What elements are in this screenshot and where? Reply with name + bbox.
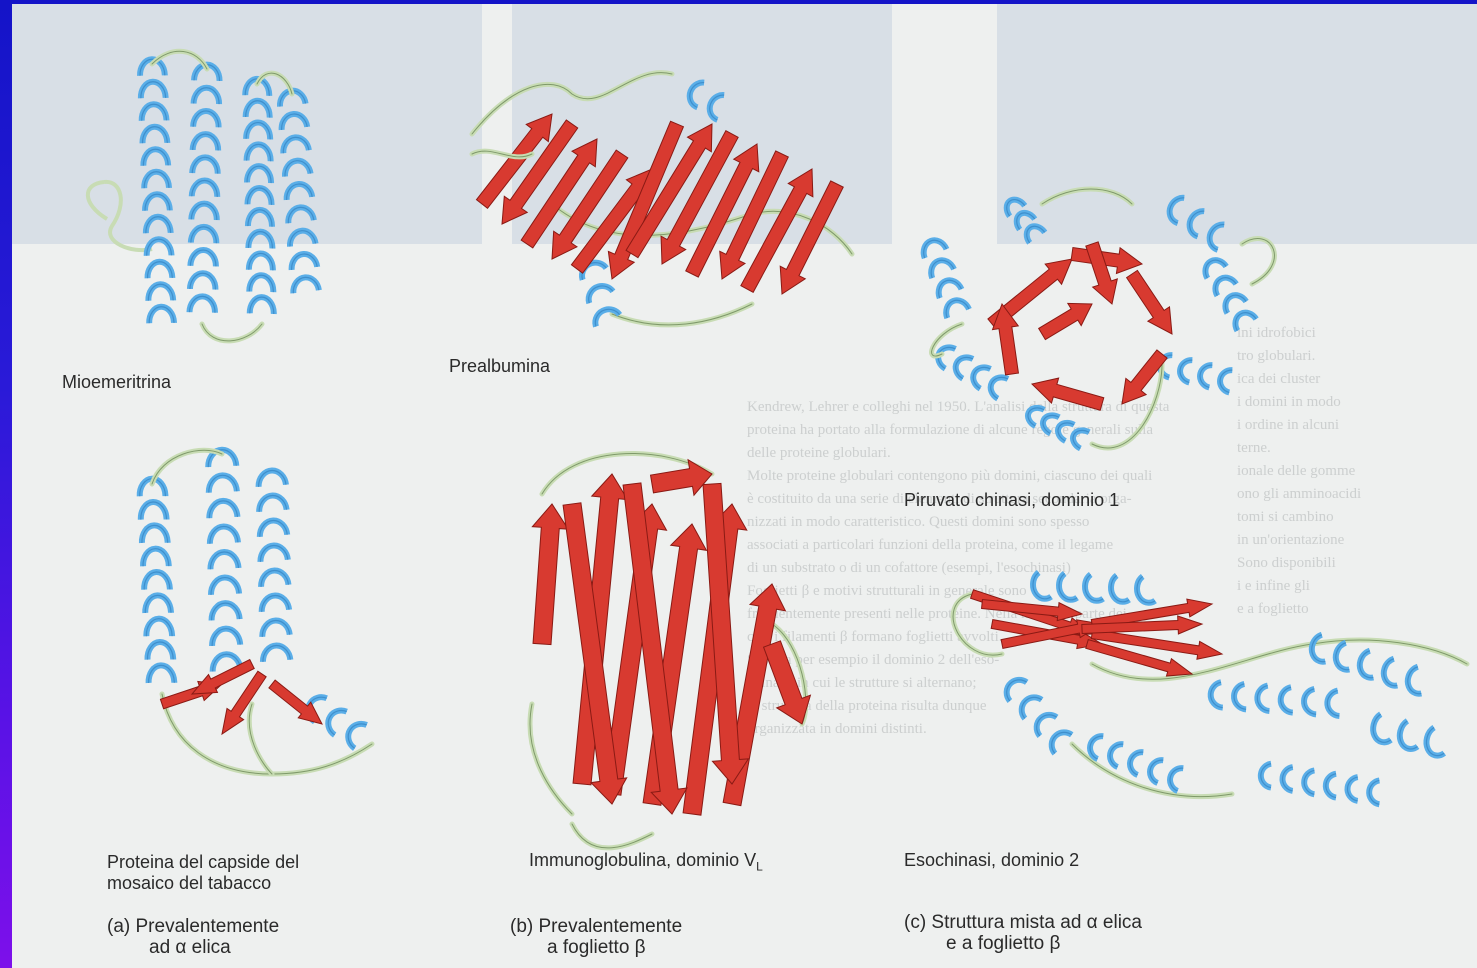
category-b-line1: (b) Prevalentemente	[510, 916, 682, 937]
caption-immunoglobulina: Immunoglobulina, dominio VL	[529, 850, 763, 878]
loop	[162, 694, 372, 774]
alpha-helix	[139, 478, 175, 700]
helix-turn-outline	[1084, 572, 1109, 602]
caption-capside-line1: Proteina del capside del	[107, 852, 299, 873]
alpha-helix	[139, 59, 174, 339]
category-b-line2: a foglietto β	[510, 937, 682, 958]
alpha-helix	[1165, 193, 1240, 255]
beta-strand	[1086, 242, 1117, 304]
caption-immuno-subscript: L	[756, 860, 763, 874]
helix-turn-outline	[1136, 574, 1161, 604]
alpha-helix	[1259, 762, 1395, 806]
caption-immuno-text: Immunoglobulina, dominio V	[529, 850, 756, 870]
protein-figures	[12, 4, 1477, 968]
alpha-helix	[1025, 404, 1100, 454]
beta-strand	[1039, 303, 1092, 339]
beta-strand	[532, 504, 568, 645]
alpha-helix	[258, 470, 291, 678]
helix-turn	[1404, 663, 1436, 697]
loop-outline	[572, 824, 652, 848]
helix-turn-outline	[705, 90, 739, 125]
loop-outline	[530, 704, 572, 814]
helix-turn	[1326, 689, 1354, 717]
helix-turn	[1367, 779, 1394, 806]
helix-turn-outline	[1032, 570, 1057, 600]
loop	[612, 304, 752, 325]
esochinasi-structure	[953, 570, 1467, 806]
helix-turn-outline	[149, 306, 175, 339]
helix-turn-outline	[1110, 573, 1135, 603]
category-c: (c) Struttura mista ad α elica e a fogli…	[904, 912, 1142, 954]
helix-turn	[1423, 723, 1454, 758]
alpha-helix	[920, 237, 974, 331]
alpha-helix	[245, 79, 274, 330]
helix-turn-outline	[1165, 193, 1200, 228]
helix-turn	[1218, 368, 1247, 396]
helix-turn-outline	[1058, 571, 1083, 601]
alpha-helix	[1001, 675, 1082, 764]
helix-turn-outline	[1205, 220, 1240, 255]
loop	[572, 824, 652, 848]
alpha-helix	[208, 449, 241, 688]
category-c-line1: (c) Struttura mista ad α elica	[904, 912, 1142, 933]
caption-capside-line2: mosaico del tabacco	[107, 873, 299, 894]
alpha-helix	[1210, 681, 1354, 717]
alpha-helix	[279, 90, 320, 308]
loop	[932, 324, 962, 356]
beta-strand	[192, 660, 254, 694]
helix-turn-outline	[1046, 727, 1082, 763]
category-a-line1: (a) Prevalentemente	[107, 916, 279, 937]
helix-turn	[592, 306, 625, 338]
loop	[249, 704, 272, 774]
prealbumina-structure	[472, 73, 852, 339]
alpha-helix	[1370, 710, 1454, 758]
caption-mioemeritrina: Mioemeritrina	[62, 372, 171, 393]
alpha-helix	[685, 78, 739, 125]
mioemeritrina-structure	[88, 51, 320, 341]
textbook-page: Kendrew, Lehrer e colleghi nel 1950. L'a…	[12, 4, 1477, 968]
helix-turn	[1166, 765, 1197, 796]
category-c-line2: e a foglietto β	[904, 933, 1142, 954]
helix-turn	[1397, 716, 1428, 751]
caption-esochinasi: Esochinasi, dominio 2	[904, 850, 1079, 871]
category-a: (a) Prevalentemente ad α elica	[107, 916, 279, 958]
piruvato-chinasi-structure	[920, 189, 1275, 454]
category-b: (b) Prevalentemente a foglietto β	[510, 916, 682, 958]
helix-turn-outline	[1185, 206, 1220, 241]
capside-structure	[139, 449, 381, 774]
alpha-helix	[1032, 570, 1161, 604]
immunoglobulina-structure	[530, 454, 810, 848]
beta-strand	[720, 151, 789, 279]
helix-turn	[292, 276, 320, 308]
alpha-helix	[189, 64, 220, 328]
caption-capside: Proteina del capside del mosaico del tab…	[107, 852, 299, 894]
beta-strand	[1127, 270, 1172, 334]
caption-piruvato-chinasi: Piruvato chinasi, dominio 1	[904, 490, 1119, 511]
alpha-helix	[1158, 353, 1247, 396]
helix-turn-outline	[263, 645, 291, 678]
loop	[1242, 239, 1274, 284]
beta-strand	[651, 460, 712, 496]
beta-strand	[1032, 378, 1104, 410]
caption-prealbumina: Prealbumina	[449, 356, 550, 377]
category-a-line2: ad α elica	[107, 937, 279, 958]
alpha-helix	[1201, 256, 1263, 342]
helix-turn	[1370, 710, 1401, 745]
